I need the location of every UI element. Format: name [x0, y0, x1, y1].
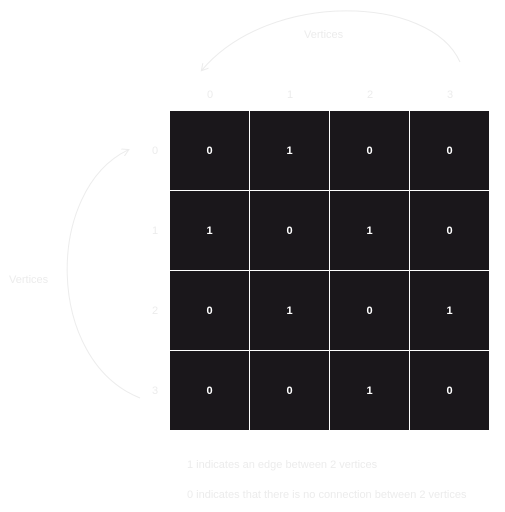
- matrix-cell: 0: [170, 351, 249, 430]
- row-index: 2: [151, 305, 159, 317]
- left-axis-label: Vertices: [9, 274, 49, 286]
- matrix-cell: 1: [330, 191, 409, 270]
- adjacency-matrix: 0 1 0 0 1 0 1 0 0 1 0 1 0 0 1 0: [170, 111, 490, 431]
- matrix-cell: 0: [250, 191, 329, 270]
- matrix-cell: 0: [250, 351, 329, 430]
- matrix-cell: 0: [330, 111, 409, 190]
- row-index: 3: [151, 385, 159, 397]
- note-no-connection: 0 indicates that there is no connection …: [187, 489, 467, 501]
- top-curved-arrow: [202, 10, 461, 70]
- matrix-cell: 0: [410, 111, 489, 190]
- column-index: 2: [366, 89, 374, 101]
- matrix-cell: 0: [410, 191, 489, 270]
- left-curved-arrow: [66, 150, 141, 399]
- top-axis-label: Vertices: [304, 29, 344, 41]
- row-index: 0: [151, 145, 159, 157]
- matrix-cell: 0: [330, 271, 409, 350]
- matrix-cell: 0: [410, 351, 489, 430]
- column-index: 0: [206, 89, 214, 101]
- matrix-cell: 0: [170, 271, 249, 350]
- matrix-cell: 0: [170, 111, 249, 190]
- column-index: 1: [286, 89, 294, 101]
- matrix-cell: 1: [410, 271, 489, 350]
- matrix-cell: 1: [330, 351, 409, 430]
- matrix-cell: 1: [250, 271, 329, 350]
- column-index: 3: [446, 89, 454, 101]
- row-index: 1: [151, 225, 159, 237]
- matrix-cell: 1: [250, 111, 329, 190]
- matrix-cell: 1: [170, 191, 249, 270]
- note-edge: 1 indicates an edge between 2 vertices: [187, 459, 378, 471]
